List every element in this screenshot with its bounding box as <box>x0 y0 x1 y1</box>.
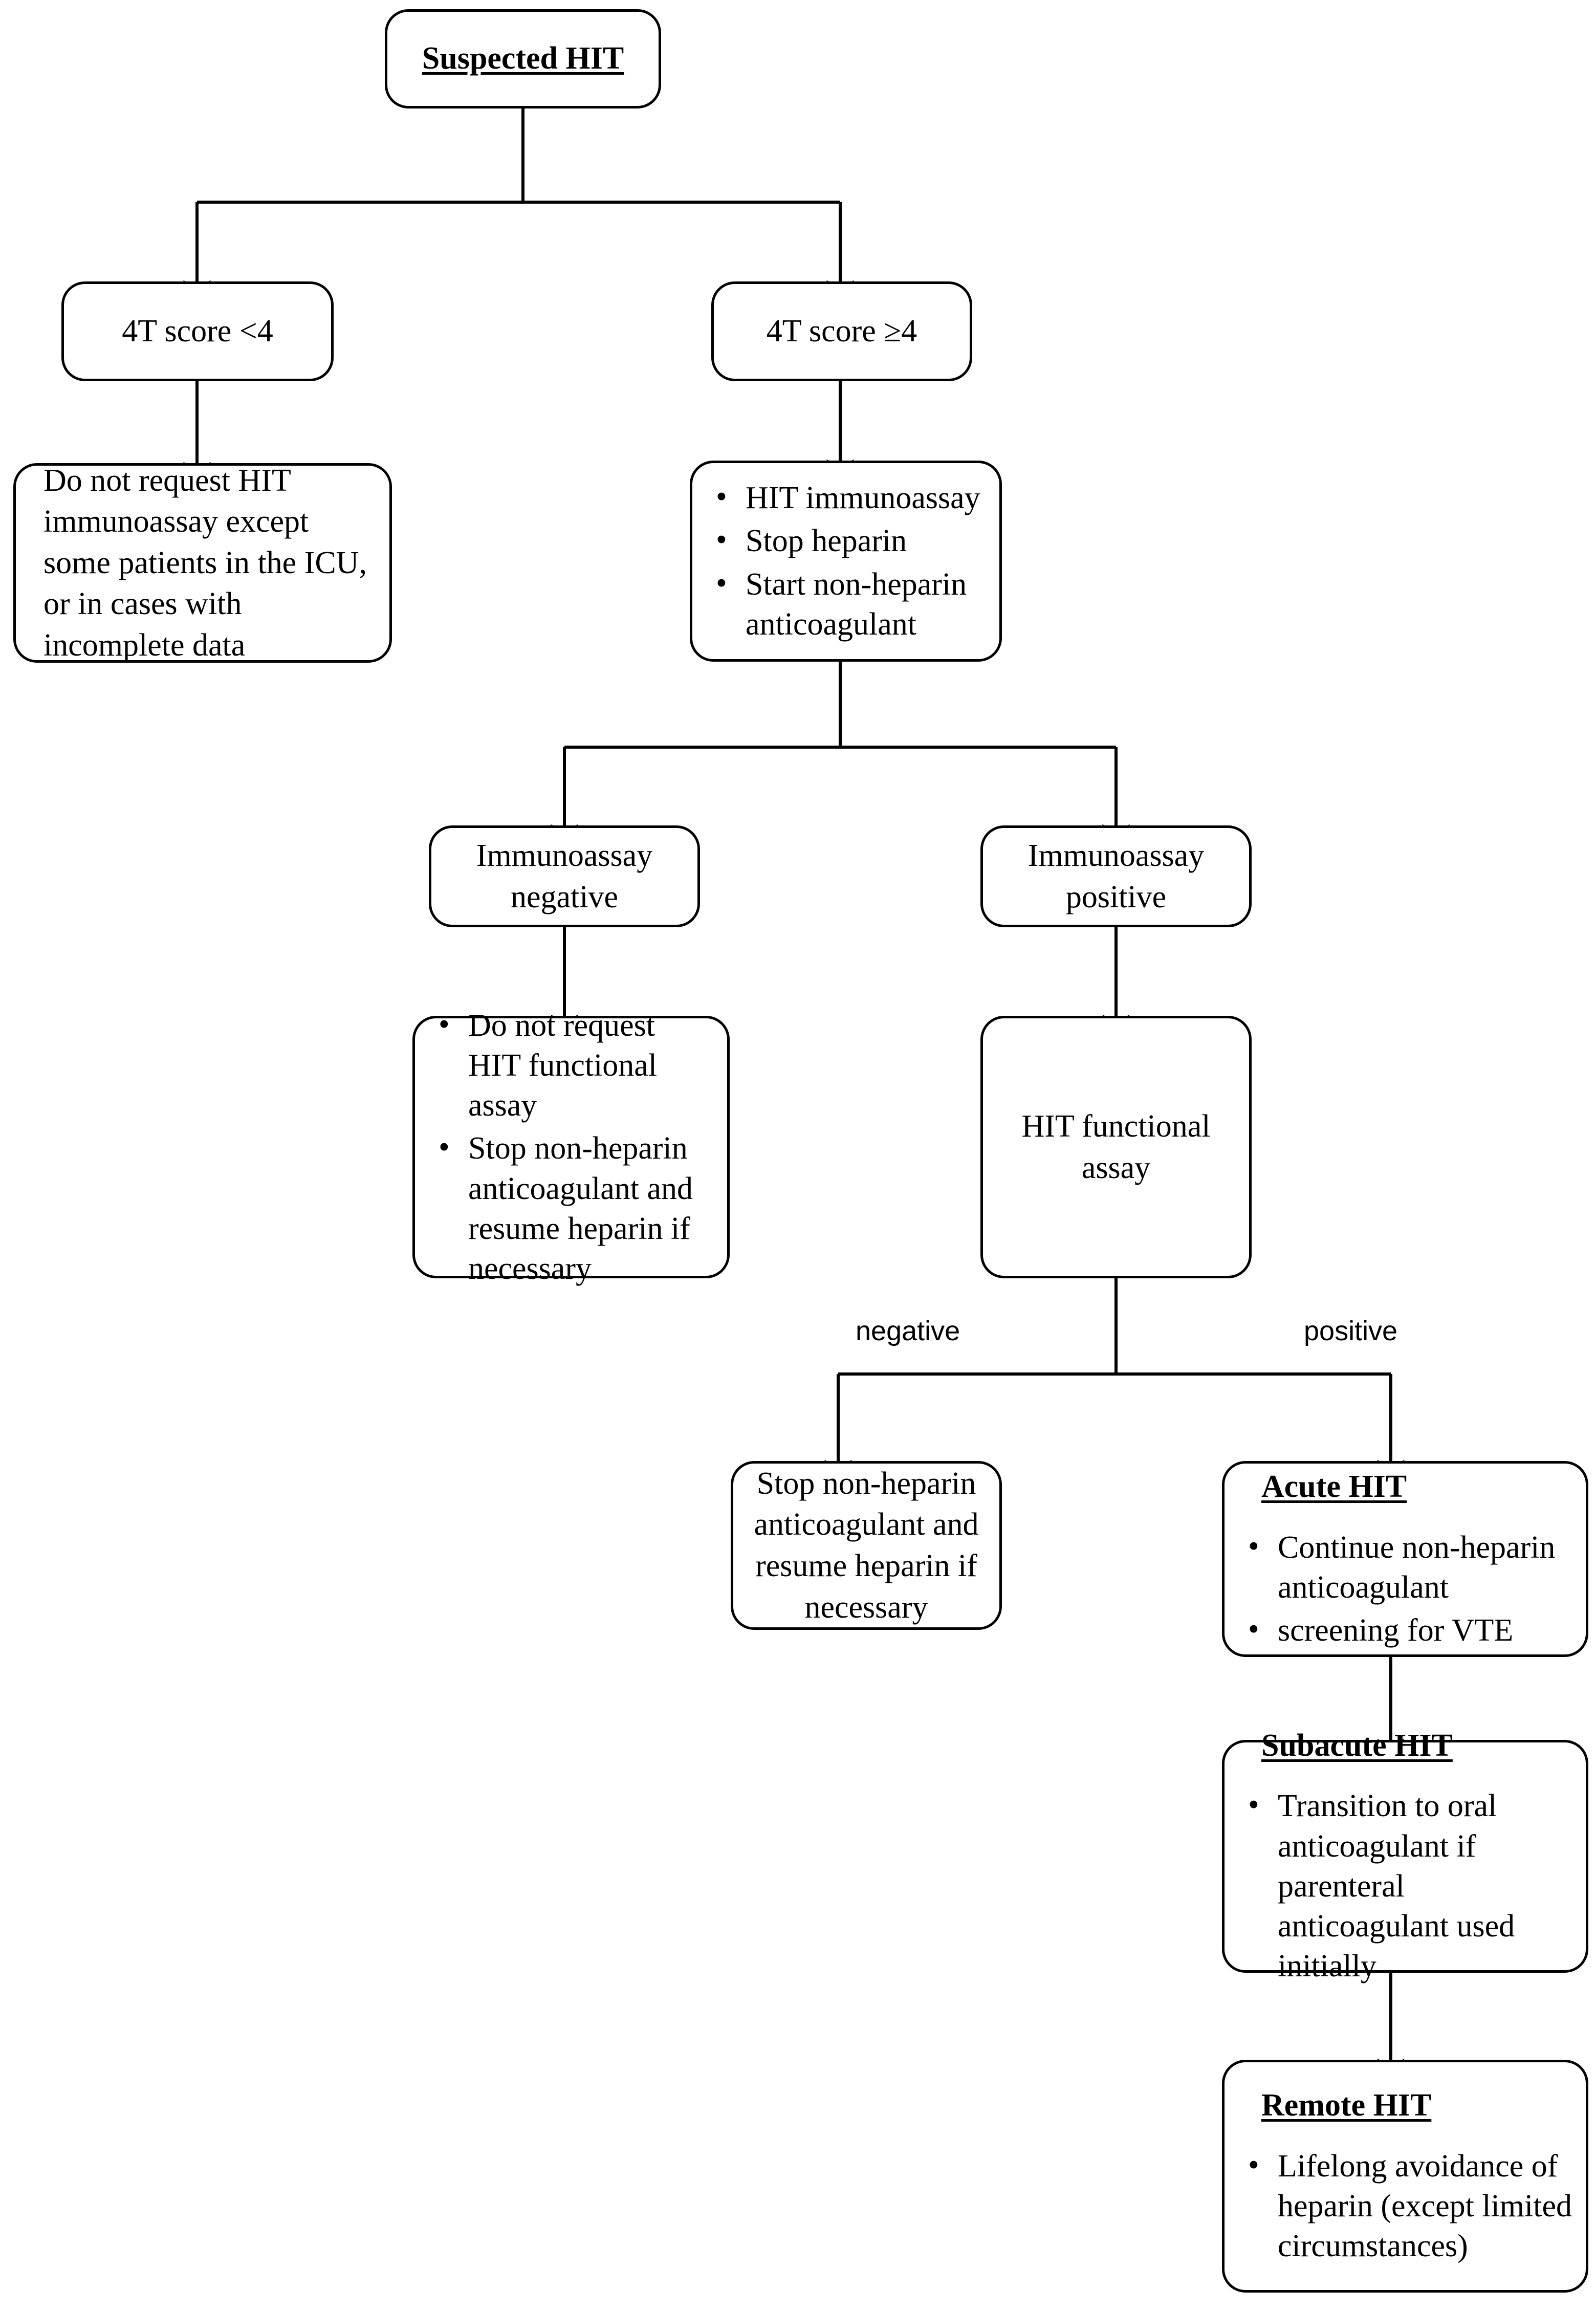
node-4t-score-high-text: 4T score ≥4 <box>766 314 917 349</box>
node-do-not-request-immunoassay-text: Do not request HIT immunoassay except so… <box>43 463 367 663</box>
node-immunoassay-positive-body: Immunoassay positive <box>983 835 1249 918</box>
node-subacute-hit[interactable]: Subacute HIT Transition to oral anticoag… <box>1222 1728 1588 1983</box>
node-4t-score-low-body: 4T score <4 <box>64 311 331 352</box>
node-immunoassay-negative-body: Immunoassay negative <box>431 835 697 918</box>
node-start-workup[interactable]: HIT immunoassay Stop heparin Start non-h… <box>690 461 1002 662</box>
node-subacute-hit-bullets: Transition to oral anticoagulant if pare… <box>1225 1785 1586 1986</box>
edge-label-functional-positive: positive <box>1304 1316 1398 1346</box>
node-immunoassay-negative[interactable]: Immunoassay negative <box>429 825 700 927</box>
node-start-workup-body: HIT immunoassay Stop heparin Start non-h… <box>692 477 999 644</box>
node-subacute-hit-heading: Subacute HIT <box>1261 1728 1453 1763</box>
node-immunoassay-positive[interactable]: Immunoassay positive <box>980 825 1252 927</box>
node-hit-functional-assay[interactable]: HIT functional assay <box>980 1016 1252 1278</box>
list-item: HIT immunoassay <box>716 477 986 518</box>
node-suspected-hit-title: Suspected HIT <box>422 41 624 76</box>
list-item: Continue non-heparin anticoagulant <box>1248 1527 1572 1607</box>
node-do-not-request-functional-assay-body: Do not request HIT functional assay Stop… <box>415 1005 727 1289</box>
node-4t-score-low[interactable]: 4T score <4 <box>61 281 334 381</box>
node-stop-resume-heparin-body: Stop non-heparin anticoagulant and resum… <box>733 1463 999 1628</box>
node-start-workup-bullets: HIT immunoassay Stop heparin Start non-h… <box>692 477 999 644</box>
node-remote-hit[interactable]: Remote HIT Lifelong avoidance of heparin… <box>1222 2060 1588 2293</box>
node-remote-hit-heading: Remote HIT <box>1261 2088 1432 2123</box>
list-item: screening for VTE <box>1248 1609 1572 1650</box>
node-immunoassay-negative-line2: negative <box>510 879 618 914</box>
edge-label-functional-negative: negative <box>856 1316 960 1346</box>
node-immunoassay-positive-line1: Immunoassay <box>1027 838 1205 873</box>
node-suspected-hit[interactable]: Suspected HIT <box>385 9 661 108</box>
node-stop-resume-heparin-text: Stop non-heparin anticoagulant and resum… <box>754 1466 979 1625</box>
node-immunoassay-negative-line1: Immunoassay <box>476 838 653 873</box>
list-item: Do not request HIT functional assay <box>439 1005 714 1125</box>
node-acute-hit-body: Acute HIT Continue non-heparin anticoagu… <box>1225 1468 1586 1650</box>
node-acute-hit-bullets: Continue non-heparin anticoagulant scree… <box>1225 1527 1586 1650</box>
node-hit-functional-assay-body: HIT functional assay <box>983 1106 1249 1188</box>
node-acute-hit-heading: Acute HIT <box>1261 1469 1407 1505</box>
node-do-not-request-functional-assay[interactable]: Do not request HIT functional assay Stop… <box>412 1005 730 1286</box>
node-4t-score-low-text: 4T score <4 <box>122 314 273 349</box>
node-do-not-request-immunoassay-body: Do not request HIT immunoassay except so… <box>16 460 389 666</box>
node-stop-resume-heparin[interactable]: Stop non-heparin anticoagulant and resum… <box>731 1461 1002 1630</box>
node-do-not-request-functional-assay-bullets: Do not request HIT functional assay Stop… <box>415 1005 727 1289</box>
node-remote-hit-bullets: Lifelong avoidance of heparin (except li… <box>1225 2145 1586 2266</box>
node-hit-functional-assay-line2: assay <box>1081 1150 1151 1185</box>
node-acute-hit[interactable]: Acute HIT Continue non-heparin anticoagu… <box>1222 1461 1588 1657</box>
node-suspected-hit-body: Suspected HIT <box>387 40 659 77</box>
node-hit-functional-assay-line1: HIT functional <box>1021 1108 1211 1144</box>
list-item: Lifelong avoidance of heparin (except li… <box>1248 2145 1572 2266</box>
node-4t-score-high-body: 4T score ≥4 <box>714 311 970 352</box>
node-4t-score-high[interactable]: 4T score ≥4 <box>711 281 972 381</box>
list-item: Transition to oral anticoagulant if pare… <box>1248 1785 1572 1986</box>
node-do-not-request-immunoassay[interactable]: Do not request HIT immunoassay except so… <box>13 463 392 663</box>
list-item: Start non-heparin anticoagulant <box>716 563 986 644</box>
node-remote-hit-body: Remote HIT Lifelong avoidance of heparin… <box>1225 2086 1586 2266</box>
node-immunoassay-positive-line2: positive <box>1065 879 1167 914</box>
node-subacute-hit-body: Subacute HIT Transition to oral anticoag… <box>1225 1727 1586 1986</box>
list-item: Stop heparin <box>716 520 986 561</box>
list-item: Stop non-heparin anticoagulant and resum… <box>439 1127 714 1288</box>
